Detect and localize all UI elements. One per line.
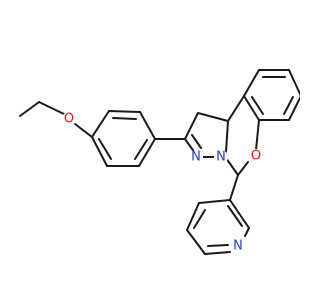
bond	[251, 96, 264, 115]
bond	[288, 69, 300, 97]
bond	[191, 134, 202, 149]
bond	[138, 138, 156, 167]
bond	[112, 117, 137, 120]
nitrogen-atom-pyrazoline-1: N	[189, 150, 203, 165]
bond	[134, 139, 148, 160]
bonds	[19, 69, 300, 255]
nitrogen-atom-pyrazoline-2: N	[214, 150, 228, 165]
bond	[288, 95, 300, 121]
bond	[207, 244, 229, 247]
oxygen-atom-ether: O	[62, 112, 76, 127]
bond	[108, 110, 141, 113]
bond	[91, 136, 108, 167]
molecule-structure: O O N N N	[19, 69, 300, 255]
bond	[186, 202, 200, 231]
atom-labels: O O N N N	[62, 112, 263, 254]
bond	[204, 251, 231, 255]
bond	[243, 95, 260, 121]
oxygen-atom-ring: O	[249, 149, 263, 164]
bond	[243, 69, 260, 97]
bond	[98, 138, 112, 160]
atom-label-o-ring: O	[251, 149, 261, 164]
bond	[244, 227, 250, 237]
bond	[227, 205, 243, 227]
bond	[283, 96, 294, 115]
bond	[139, 111, 156, 140]
bond	[229, 174, 239, 201]
bond	[225, 120, 229, 153]
atom-label-n-pyrazoline-2: N	[216, 150, 226, 165]
bond	[91, 110, 110, 138]
bond	[197, 112, 229, 122]
bond	[186, 229, 206, 255]
bond	[229, 199, 250, 229]
atom-label-n-pyrazoline-1: N	[191, 150, 201, 165]
bond	[19, 101, 40, 117]
bond	[227, 95, 245, 122]
bond	[193, 209, 206, 229]
bond	[255, 119, 260, 151]
bond	[184, 112, 199, 140]
bond	[74, 123, 93, 138]
bond	[237, 161, 249, 176]
nitrogen-atom-pyridine: N	[231, 239, 245, 254]
atom-label-o-ether: O	[64, 112, 74, 127]
bond	[198, 199, 231, 204]
bond	[38, 101, 65, 115]
bond	[225, 157, 239, 176]
atom-label-n-pyridine: N	[233, 239, 243, 254]
